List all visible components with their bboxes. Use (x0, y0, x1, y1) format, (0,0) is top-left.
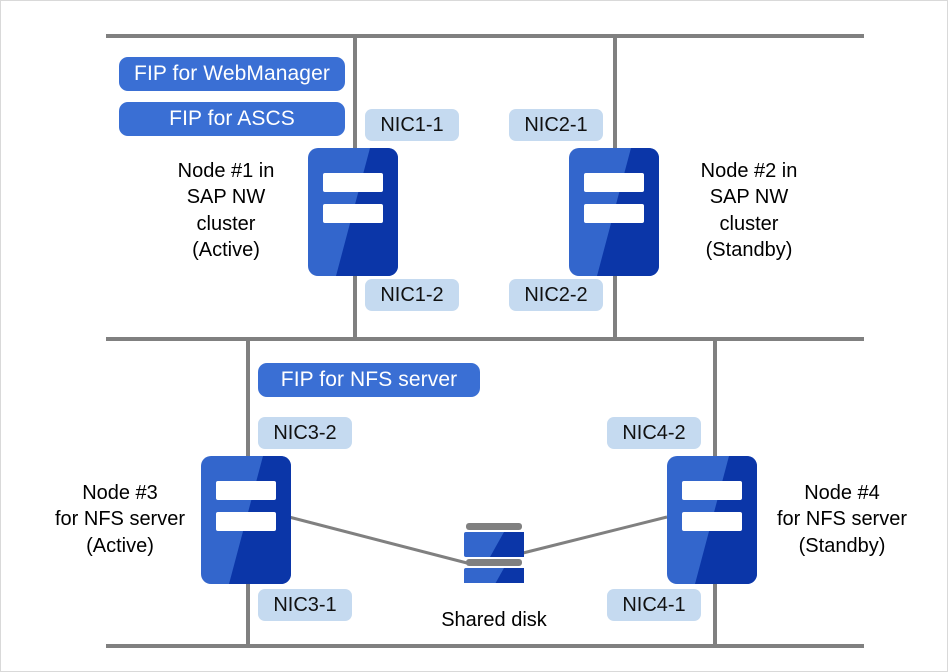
nic-label-nic1-2: NIC1-2 (380, 283, 444, 306)
nic-pill-nic4-2[interactable]: NIC4-2 (607, 417, 701, 449)
fip-label-ascs: FIP for ASCS (169, 107, 295, 130)
nic-pill-nic3-2[interactable]: NIC3-2 (258, 417, 352, 449)
fip-pill-webmanager[interactable]: FIP for WebManager (119, 57, 345, 91)
connector-node3-to-disk (288, 515, 468, 565)
network-bus-top (106, 34, 864, 38)
node-label-node-1: Node #1 in SAP NW cluster (Active) (151, 158, 301, 264)
fip-label-webmanager: FIP for WebManager (134, 62, 330, 85)
nic-pill-nic3-1[interactable]: NIC3-1 (258, 589, 352, 621)
nic-label-nic1-1: NIC1-1 (380, 113, 444, 136)
server-icon-node-2[interactable] (569, 148, 659, 276)
shared-disk-icon[interactable] (464, 523, 524, 583)
node-label-text-node-1: Node #1 in SAP NW cluster (Active) (177, 160, 275, 262)
nic-pill-nic1-2[interactable]: NIC1-2 (365, 279, 459, 311)
network-bus-bottom (106, 644, 864, 648)
nic-label-nic4-1: NIC4-1 (622, 593, 686, 616)
network-bus-middle (106, 337, 864, 341)
nic-pill-nic1-1[interactable]: NIC1-1 (365, 109, 459, 141)
nic-label-nic3-1: NIC3-1 (273, 593, 337, 616)
node-label-text-node-3: Node #3 for NFS server (Active) (54, 482, 186, 557)
fip-pill-ascs[interactable]: FIP for ASCS (119, 102, 345, 136)
node-label-text-node-2: Node #2 in SAP NW cluster (Standby) (700, 160, 798, 262)
nic-label-nic4-2: NIC4-2 (622, 421, 686, 444)
node-label-text-node-4: Node #4 for NFS server (Standby) (776, 482, 908, 557)
shared-disk-label-text: Shared disk (441, 609, 547, 631)
node-label-node-2: Node #2 in SAP NW cluster (Standby) (669, 158, 829, 264)
nic-label-nic3-2: NIC3-2 (273, 421, 337, 444)
server-icon-node-1[interactable] (308, 148, 398, 276)
nic-label-nic2-1: NIC2-1 (524, 113, 588, 136)
nic-pill-nic4-1[interactable]: NIC4-1 (607, 589, 701, 621)
node-label-node-4: Node #4 for NFS server (Standby) (763, 480, 921, 559)
server-icon-node-3[interactable] (201, 456, 291, 584)
fip-label-nfs-server: FIP for NFS server (280, 368, 458, 391)
shared-disk-label: Shared disk (404, 609, 584, 632)
nic-pill-nic2-1[interactable]: NIC2-1 (509, 109, 603, 141)
connector-disk-to-node4 (522, 515, 668, 555)
nic-label-nic2-2: NIC2-2 (524, 283, 588, 306)
server-icon-node-4[interactable] (667, 456, 757, 584)
nic-pill-nic2-2[interactable]: NIC2-2 (509, 279, 603, 311)
fip-pill-nfs-server[interactable]: FIP for NFS server (258, 363, 480, 397)
node-label-node-3: Node #3 for NFS server (Active) (41, 480, 199, 559)
